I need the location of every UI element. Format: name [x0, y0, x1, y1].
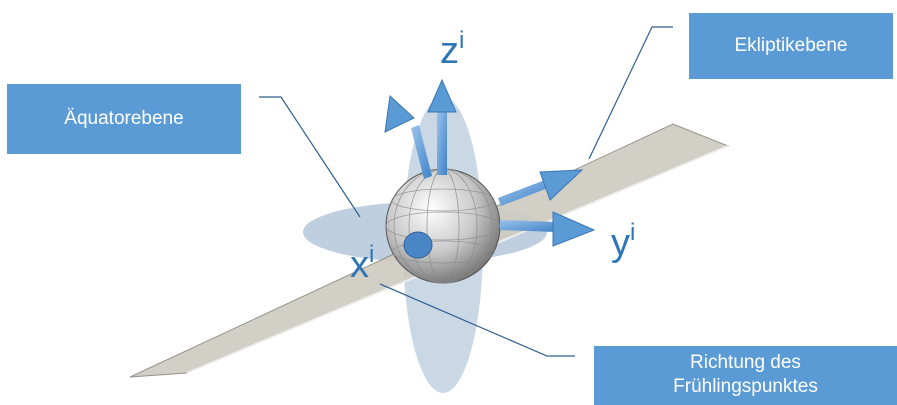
- leader-richtung: [379, 283, 575, 357]
- callout-aequatorebene: Äquatorebene: [7, 84, 241, 154]
- y-axis-arrow: [500, 211, 596, 247]
- x-axis-letter: x: [350, 244, 369, 286]
- y-axis-superscript: i: [630, 219, 636, 246]
- x-axis-marker: [403, 231, 433, 259]
- callout-fruehlingspunkt-line1: Richtung des: [690, 352, 801, 373]
- callout-ekliptikebene-text: Ekliptikebene: [734, 35, 848, 57]
- y-axis-letter: y: [611, 222, 630, 264]
- z-axis-arrow: [427, 78, 457, 175]
- z-axis-label: zi: [440, 29, 464, 72]
- z-axis-letter: z: [440, 30, 459, 72]
- y-axis-label: yi: [611, 221, 635, 264]
- z-axis-superscript: i: [459, 27, 465, 54]
- x-axis-label: xi: [350, 243, 374, 286]
- leader-ekliptik: [588, 26, 673, 160]
- x-axis-superscript: i: [369, 241, 375, 268]
- tilted-z-axis-arrow: [384, 94, 432, 179]
- callout-aequatorebene-text: Äquatorebene: [64, 108, 184, 130]
- callout-fruehlingspunkt: Richtung des Frühlingspunktes: [594, 346, 897, 405]
- earth-sphere: [385, 168, 501, 284]
- leader-aequator: [259, 96, 361, 218]
- ecliptic-y-arrow: [498, 169, 584, 206]
- callout-fruehlingspunkt-line2: Frühlingspunktes: [673, 375, 818, 397]
- callout-ekliptikebene: Ekliptikebene: [689, 13, 893, 79]
